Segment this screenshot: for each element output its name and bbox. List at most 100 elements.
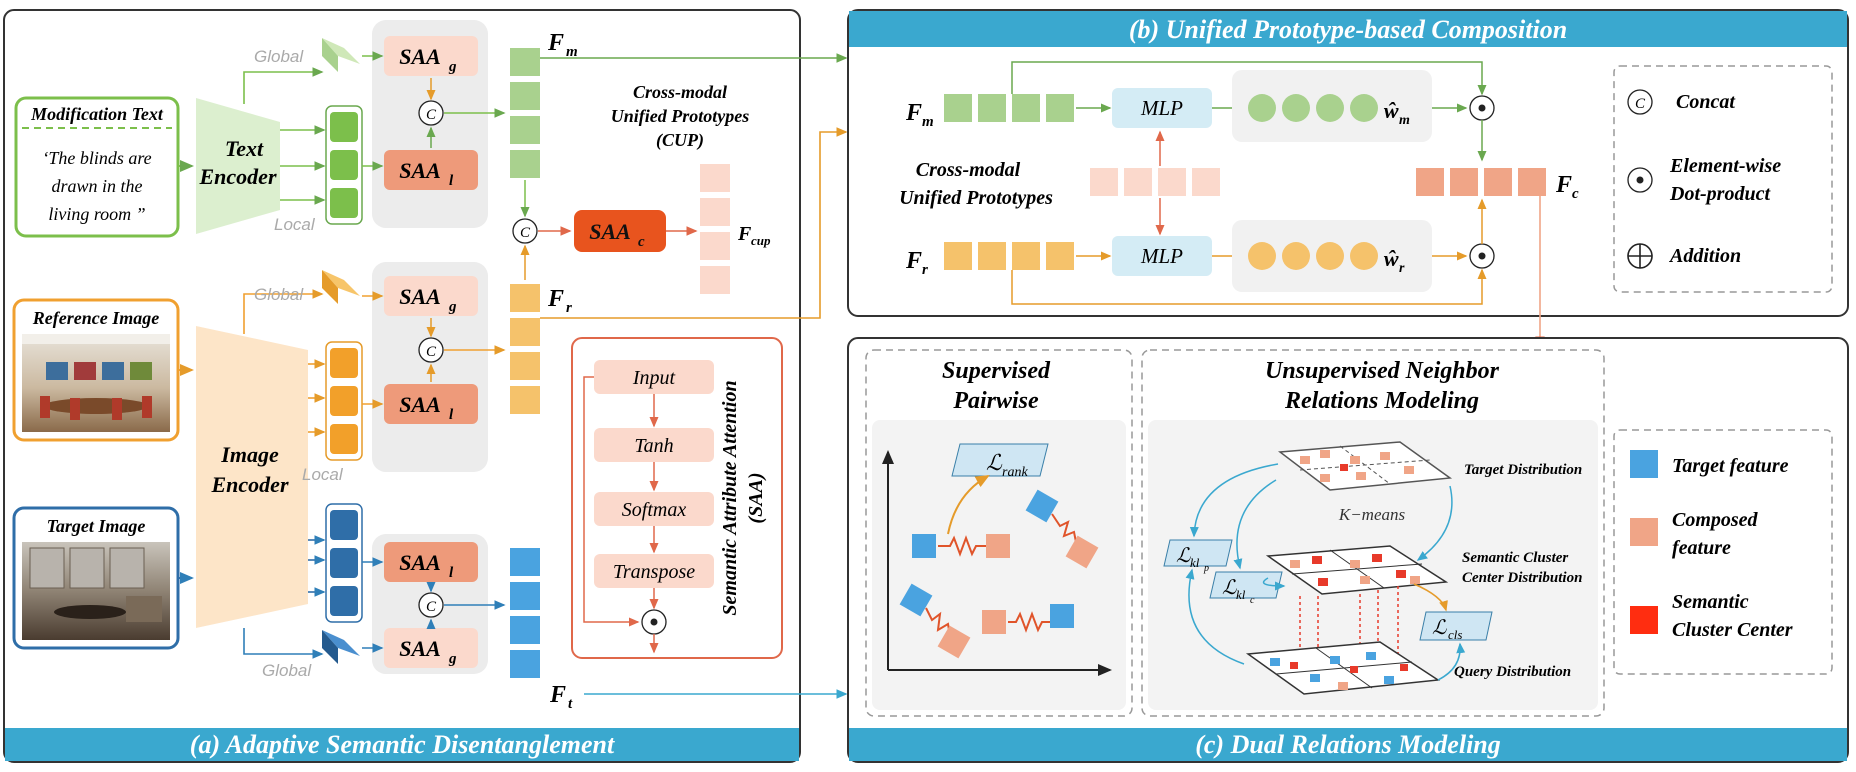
cup-concat-icon <box>512 218 538 244</box>
l-klp-kl: kl <box>1190 555 1200 570</box>
ref-saa-block: SAA g SAA l C <box>372 262 488 472</box>
cup-concat-symbol: C <box>520 225 531 241</box>
unsup-line2: Relations Modeling <box>1284 388 1479 414</box>
tgt-concat-icon <box>418 592 444 618</box>
saa-step-transpose-label: Transpose <box>613 561 695 583</box>
fc-base: F <box>1555 172 1572 198</box>
saa-detail-title: Semantic Attribute Attention <box>719 380 741 615</box>
ref-concat-icon <box>418 337 444 363</box>
l-rank-sub: rank <box>1002 465 1028 480</box>
l-cls-sub: cls <box>1448 627 1462 642</box>
ref-concat-symbol: C <box>426 344 437 360</box>
text-local-label: Local <box>274 215 316 234</box>
legend-center-line2: Cluster Center <box>1672 619 1793 641</box>
b-cup-line1: Cross-modal <box>916 159 1021 181</box>
fc-row <box>1416 168 1546 196</box>
target-image-thumbnail <box>22 542 170 640</box>
ref-saa-l <box>384 384 478 424</box>
tgt-global-label: Global <box>262 661 312 680</box>
saa-step-softmax-label: Softmax <box>622 499 687 521</box>
target-distribution-plane <box>1277 441 1453 491</box>
b-cup-line2: Unified Prototypes <box>899 187 1053 209</box>
supervised-box: Supervised Pairwise ℒ rank <box>865 349 1133 717</box>
fr-label-sub: r <box>566 300 572 316</box>
b-fr-sub: r <box>922 262 928 278</box>
text-saa-g-base: SAA <box>399 44 441 69</box>
l-klc-c: c <box>1250 595 1255 606</box>
tgt-saa-g <box>384 628 478 668</box>
panel-a-title: (a) Adaptive Semantic Disentanglement <box>190 730 615 759</box>
cup-title-line3: (CUP) <box>656 130 704 151</box>
fcup-label-sub: cup <box>751 233 771 248</box>
text-encoder-line1: Text <box>225 136 264 161</box>
ft-label-sub: t <box>568 696 573 712</box>
legend-target-swatch <box>1630 450 1658 478</box>
w-hat-m-base: ŵ <box>1383 98 1399 123</box>
modification-text-box: Modification Text ‘The blinds are drawn … <box>14 96 180 238</box>
panel-c-title: (c) Dual Relations Modeling <box>1195 730 1501 759</box>
legend-dot-line2: Dot-product <box>1669 183 1771 205</box>
reference-image-box: Reference Image <box>12 298 180 442</box>
w-hat-r-sub: r <box>1399 261 1405 276</box>
query-distribution-label: Query Distribution <box>1454 664 1571 680</box>
text-saa-l <box>384 150 478 190</box>
tgt-global-token <box>322 630 360 664</box>
legend-target-label: Target feature <box>1672 455 1789 477</box>
ft-feature-stack <box>510 548 540 678</box>
semantic-center-plane <box>1265 545 1449 595</box>
text-saa-g <box>384 36 478 76</box>
l-klp-base: ℒ <box>1176 545 1191 567</box>
w-hat-r-row <box>1232 220 1432 292</box>
saa-step-transpose <box>594 554 714 588</box>
saa-c-base: SAA <box>589 219 631 244</box>
panel-b-banner <box>849 11 1847 47</box>
w-hat-m-row <box>1232 70 1432 142</box>
tgt-saa-l-base: SAA <box>399 550 441 575</box>
modification-text-line2: drawn in the <box>51 176 142 196</box>
fr-feature-stack <box>510 284 540 414</box>
cup-prototypes-stack <box>700 164 730 294</box>
image-encoder: Image Encoder <box>196 326 308 628</box>
fm-label-sub: m <box>566 44 578 60</box>
fm-label-base: F <box>547 30 564 56</box>
reference-image-label: Reference Image <box>32 308 159 328</box>
saa-c-block <box>574 210 666 252</box>
tgt-concat-symbol: C <box>426 599 437 615</box>
w-hat-m-sub: m <box>1399 113 1410 128</box>
legend-concat-icon <box>1627 89 1653 115</box>
saa-step-input-label: Input <box>632 367 676 389</box>
legend-add-icon <box>1627 243 1653 269</box>
text-global-label: Global <box>254 47 304 66</box>
kmeans-label: K−means <box>1338 505 1406 524</box>
ref-saa-g <box>384 276 478 316</box>
ref-global-token <box>322 270 360 304</box>
legend-center-line1: Semantic <box>1672 591 1749 613</box>
panel-b-title: (b) Unified Prototype-based Composition <box>1129 15 1567 44</box>
saa-step-tanh <box>594 428 714 462</box>
fm-feature-stack <box>510 48 540 178</box>
saa-step-tanh-label: Tanh <box>634 435 673 457</box>
legend-c: Target feature Composed feature Semantic… <box>1613 429 1833 675</box>
ft-label-base: F <box>549 682 566 708</box>
text-global-token <box>322 38 360 72</box>
ref-local-label: Local <box>302 465 344 484</box>
b-fm-sub: m <box>922 114 934 130</box>
target-image-label: Target Image <box>47 516 146 536</box>
w-hat-r-base: ŵ <box>1383 246 1399 271</box>
ref-local-tokens <box>325 341 363 461</box>
text-saa-g-sub: g <box>448 59 457 75</box>
semantic-center-line2: Center Distribution <box>1462 570 1582 586</box>
legend-composed-swatch <box>1630 518 1658 546</box>
tgt-saa-l <box>384 542 478 582</box>
legend-composed-line1: Composed <box>1672 509 1759 531</box>
tgt-saa-l-sub: l <box>449 565 454 581</box>
ref-saa-g-base: SAA <box>399 284 441 309</box>
tgt-saa-g-sub: g <box>448 651 457 667</box>
b-fr-row <box>944 242 1074 270</box>
legend-b: C Concat Element-wise Dot-product Additi… <box>1613 65 1833 293</box>
fr-label-base: F <box>547 286 564 312</box>
legend-concat-label: Concat <box>1676 91 1736 113</box>
fc-sub: c <box>1572 186 1579 202</box>
